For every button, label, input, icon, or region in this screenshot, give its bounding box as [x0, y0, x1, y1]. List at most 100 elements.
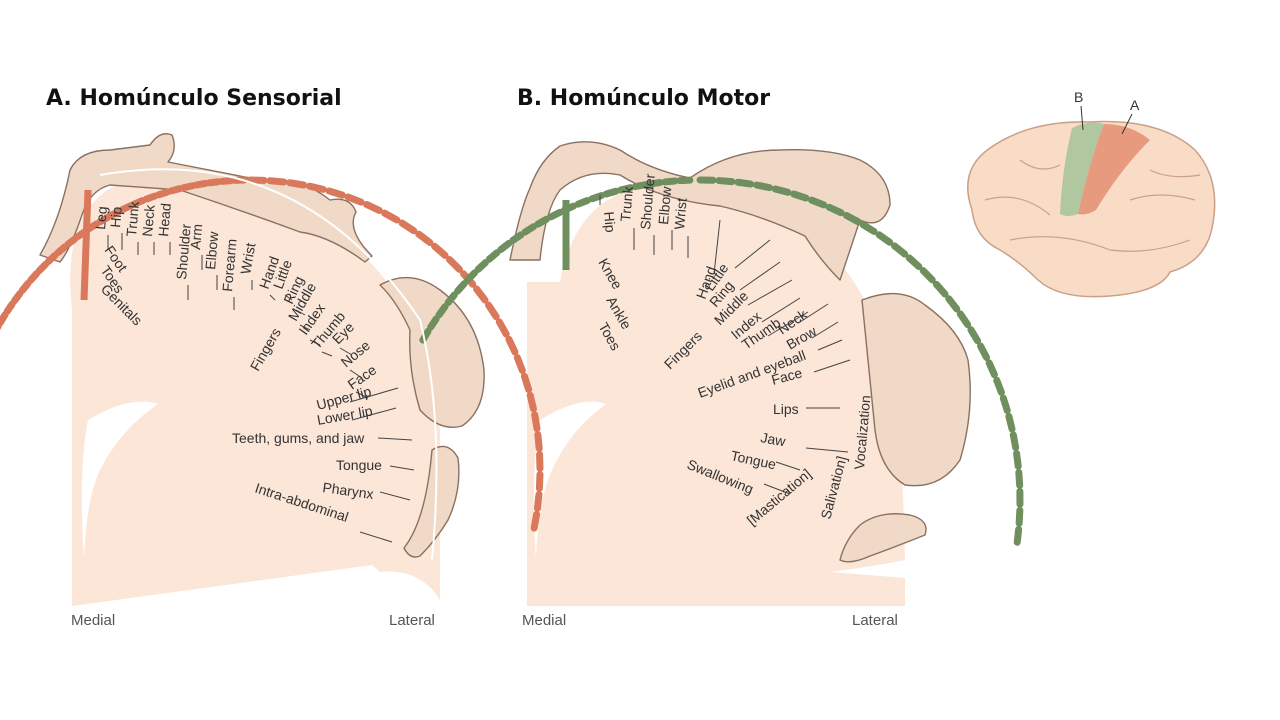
sensory-strip-segment — [180, 182, 197, 192]
motor-strip-segment — [753, 181, 773, 192]
motor-label-hip: Hip — [601, 211, 619, 234]
sensory-strip-segment — [44, 251, 59, 265]
motor-label-brow-leader — [811, 321, 839, 339]
panel-b-cortex-tissue — [527, 187, 905, 606]
motor-strip-segment — [427, 315, 440, 331]
motor-strip-segment — [534, 215, 550, 228]
motor-label-elbow: Elbow — [655, 185, 674, 225]
motor-strip-segment — [435, 303, 449, 319]
brain-motor-area — [1060, 122, 1104, 216]
panel-b-tongue-figure — [839, 513, 927, 563]
motor-strip-segment — [547, 208, 564, 221]
sensory-label-teeth-gums-and-jaw-leader — [377, 437, 413, 441]
sensory-strip-segment — [205, 178, 222, 187]
motor-strip-segment — [1013, 450, 1022, 470]
sensory-label-tongue: Tongue — [336, 457, 382, 473]
motor-strip-segment — [454, 280, 468, 295]
panel-b-medial-label: Medial — [522, 612, 567, 629]
panel-a-cortex-edge — [99, 168, 438, 561]
sensory-strip-segment — [167, 185, 184, 195]
motor-strip-segment — [932, 280, 949, 298]
sensory-label-thumb-leader — [321, 351, 333, 357]
motor-strip-segment — [1015, 468, 1024, 489]
sensory-strip-segment — [533, 490, 543, 512]
sensory-label-upper-lip-leader — [349, 387, 399, 403]
panel-a-tongue-figure — [403, 445, 460, 558]
brain-label-a-leader — [1121, 113, 1133, 135]
motor-label-neck-leader — [799, 303, 829, 323]
motor-strip-segment — [734, 178, 755, 188]
sensory-strip-segment — [398, 219, 418, 235]
motor-label-face-leader — [813, 359, 851, 373]
motor-strip-segment — [890, 242, 909, 258]
motor-strip-segment — [1005, 412, 1016, 433]
sensory-strip-segment — [54, 243, 69, 257]
motor-strip-segment — [875, 231, 894, 246]
sensory-strip-segment — [344, 193, 365, 206]
panel-a-face-figure — [379, 276, 485, 428]
brain-sulcus — [984, 196, 1051, 216]
motor-label-trunk: Trunk — [617, 185, 636, 223]
motor-strip-segment — [1009, 431, 1020, 452]
motor-strip-segment — [631, 181, 649, 191]
sensory-label-arm: Arm — [187, 223, 205, 250]
sensory-strip-segment — [0, 311, 9, 327]
sensory-strip-segment — [143, 192, 159, 203]
motor-strip-segment — [967, 326, 982, 345]
motor-label-index-leader — [761, 297, 801, 323]
panel-a-body-figure — [39, 133, 373, 263]
sensory-strip-segment — [526, 391, 537, 413]
sensory-label-leg: Leg — [92, 206, 110, 231]
sensory-strip-segment — [119, 202, 135, 213]
sensory-label-head: Head — [155, 203, 174, 238]
motor-label-tongue-leader — [775, 461, 801, 471]
sensory-strip-segment — [520, 372, 533, 394]
sensory-strip-segment — [473, 285, 489, 304]
sensory-label-shoulder: Shoulder — [173, 223, 194, 281]
sensory-label-middle-leader — [299, 324, 311, 331]
motor-label-lips: Lips — [773, 401, 799, 417]
sensory-label-neck: Neck — [139, 203, 158, 237]
motor-strip-segment — [497, 240, 513, 254]
panel-b-white-matter — [533, 401, 606, 560]
brain-sensory-area — [1078, 124, 1150, 215]
sensory-strip-segment — [286, 179, 308, 189]
panel-b-face-figure — [861, 292, 971, 487]
brain-sulcus — [1129, 194, 1196, 201]
brain-sulcus — [1149, 169, 1201, 178]
panel-b-lateral-label: Lateral — [852, 612, 898, 629]
sensory-strip-segment — [381, 209, 401, 224]
motor-label-ring-leader — [739, 261, 781, 291]
brain-label-b-leader — [1080, 105, 1084, 131]
motor-strip-segment — [808, 196, 828, 209]
motor-label-jaw: Jaw — [759, 429, 787, 449]
motor-strip-segment — [474, 259, 489, 273]
sensory-strip-segment — [266, 177, 288, 186]
motor-strip-segment — [464, 269, 479, 284]
sensory-strip-segment — [107, 207, 123, 219]
sensory-strip-segment — [130, 197, 147, 208]
sensory-label-teeth-gums-and-jaw: Teeth, gums, and jaw — [232, 430, 365, 446]
sensory-label-ring-leader — [295, 309, 306, 316]
motor-strip-segment — [859, 221, 878, 235]
motor-strip-segment — [574, 196, 591, 208]
sensory-strip-segment — [11, 290, 24, 305]
motor-strip-segment — [999, 394, 1011, 415]
panel-a-white-matter — [81, 401, 158, 560]
motor-label-shoulder: Shoulder — [637, 173, 658, 231]
panel-b-title: B. Homúnculo Motor — [517, 86, 771, 111]
brain-sulcus — [1019, 159, 1061, 170]
sensory-label-tongue-leader — [389, 465, 415, 471]
sensory-strip-segment — [534, 431, 543, 452]
panel-a-lateral-label: Lateral — [389, 612, 435, 629]
sensory-label-trunk: Trunk — [123, 200, 142, 238]
sensory-label-elbow: Elbow — [202, 230, 221, 270]
motor-strip-segment — [661, 177, 679, 186]
motor-label-thumb-leader — [767, 311, 809, 337]
sensory-strip-segment — [306, 182, 327, 193]
sensory-strip-segment — [218, 177, 235, 185]
sensory-strip-segment — [64, 235, 79, 248]
sensory-strip-segment — [27, 270, 41, 284]
